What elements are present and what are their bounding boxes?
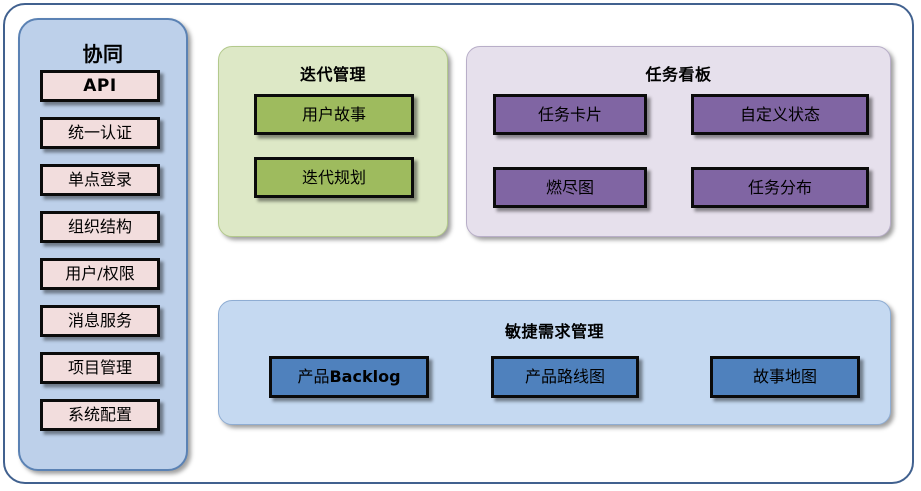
sidebar-item-unified-auth[interactable]: 统一认证 bbox=[40, 117, 160, 149]
collaboration-panel: 协同 API 统一认证 单点登录 组织结构 用户/权限 消息服务 项目管理 系统… bbox=[18, 18, 188, 471]
taskboard-item-task-card[interactable]: 任务卡片 bbox=[493, 94, 647, 135]
sidebar-item-label: 用户/权限 bbox=[65, 264, 135, 284]
taskboard-item-task-distribution[interactable]: 任务分布 bbox=[691, 167, 869, 208]
taskboard-item-label: 燃尽图 bbox=[545, 177, 594, 197]
iteration-management-panel: 迭代管理 用户故事 迭代规划 bbox=[218, 46, 448, 237]
agile-item-label: 产品路线图 bbox=[524, 367, 605, 387]
sidebar-item-label: 消息服务 bbox=[67, 311, 132, 331]
task-board-panel: 任务看板 任务卡片 自定义状态 燃尽图 任务分布 bbox=[466, 46, 891, 237]
sidebar-item-label: 单点登录 bbox=[67, 170, 132, 190]
agile-requirement-panel-title: 敏捷需求管理 bbox=[504, 322, 604, 341]
iteration-item-user-story[interactable]: 用户故事 bbox=[254, 94, 414, 135]
agile-item-label-cjk: 产品 bbox=[297, 367, 330, 387]
agile-item-label: 故事地图 bbox=[752, 367, 817, 387]
agile-item-product-roadmap[interactable]: 产品路线图 bbox=[491, 356, 639, 398]
sidebar-item-api[interactable]: API bbox=[40, 70, 160, 102]
agile-item-label-latin: Backlog bbox=[329, 367, 401, 387]
sidebar-item-message-service[interactable]: 消息服务 bbox=[40, 305, 160, 337]
iteration-item-iteration-planning[interactable]: 迭代规划 bbox=[254, 157, 414, 198]
taskboard-item-custom-status[interactable]: 自定义状态 bbox=[691, 94, 869, 135]
iteration-item-label: 用户故事 bbox=[301, 104, 366, 124]
sidebar-item-org-structure[interactable]: 组织结构 bbox=[40, 211, 160, 243]
taskboard-item-burndown-chart[interactable]: 燃尽图 bbox=[493, 167, 647, 208]
taskboard-item-label: 任务分布 bbox=[747, 177, 812, 197]
sidebar-item-project-management[interactable]: 项目管理 bbox=[40, 352, 160, 384]
sidebar-item-label: 组织结构 bbox=[67, 217, 132, 237]
iteration-management-panel-title: 迭代管理 bbox=[299, 65, 366, 84]
sidebar-item-label: 项目管理 bbox=[67, 358, 132, 378]
sidebar-item-label: API bbox=[83, 75, 117, 96]
collaboration-panel-title: 协同 bbox=[82, 42, 124, 66]
taskboard-item-label: 任务卡片 bbox=[537, 104, 602, 124]
taskboard-item-label: 自定义状态 bbox=[739, 104, 820, 124]
agile-item-story-map[interactable]: 故事地图 bbox=[710, 356, 860, 398]
iteration-item-label: 迭代规划 bbox=[301, 167, 366, 187]
sidebar-item-label: 系统配置 bbox=[67, 405, 132, 425]
sidebar-item-label: 统一认证 bbox=[67, 123, 132, 143]
sidebar-item-user-permission[interactable]: 用户/权限 bbox=[40, 258, 160, 290]
sidebar-item-system-config[interactable]: 系统配置 bbox=[40, 399, 160, 431]
sidebar-item-sso[interactable]: 单点登录 bbox=[40, 164, 160, 196]
task-board-panel-title: 任务看板 bbox=[645, 65, 712, 84]
